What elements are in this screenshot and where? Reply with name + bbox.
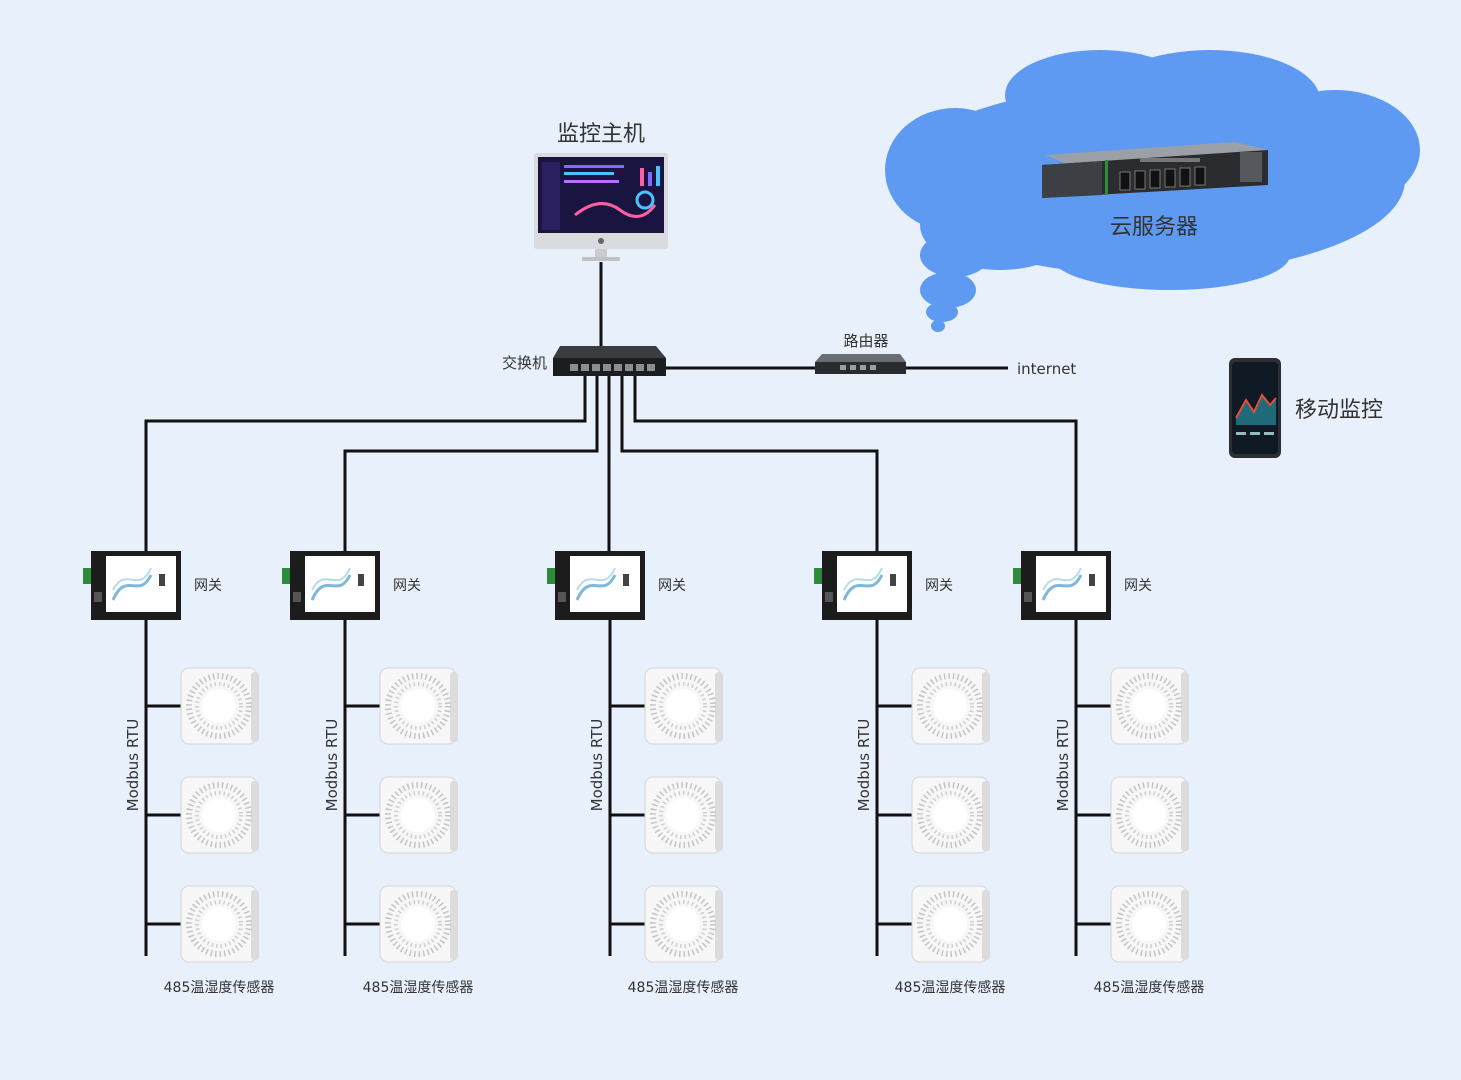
temperature-humidity-sensor-icon xyxy=(644,667,723,745)
temperature-humidity-sensor-icon xyxy=(911,776,990,854)
gateway-label: 网关 xyxy=(658,578,686,594)
temperature-humidity-sensor-icon xyxy=(379,885,458,963)
router-label: 路由器 xyxy=(843,332,888,350)
temperature-humidity-sensor-icon xyxy=(644,885,723,963)
gateway-label: 网关 xyxy=(393,578,421,594)
smartphone-icon xyxy=(1229,358,1281,458)
gateway-label: 网关 xyxy=(925,578,953,594)
temperature-humidity-sensor-icon xyxy=(180,885,259,963)
branch-1: 网关 Modbus RTU 485温湿度传感器 xyxy=(83,551,274,996)
branch-3: 网关 Modbus RTU 485温湿度传感器 xyxy=(547,551,738,996)
sensor-label: 485温湿度传感器 xyxy=(895,979,1006,996)
temperature-humidity-sensor-icon xyxy=(1110,776,1189,854)
bus-label: Modbus RTU xyxy=(588,719,606,812)
mobile-label: 移动监控 xyxy=(1295,398,1383,423)
temperature-humidity-sensor-icon xyxy=(1110,667,1189,745)
sensor-label: 485温湿度传感器 xyxy=(164,979,275,996)
branch-4: 网关 Modbus RTU 485温湿度传感器 xyxy=(814,551,1005,996)
gateway-label: 网关 xyxy=(194,578,222,594)
temperature-humidity-sensor-icon xyxy=(180,776,259,854)
gateway-label: 网关 xyxy=(1124,578,1152,594)
temperature-humidity-sensor-icon xyxy=(379,776,458,854)
bus-label: Modbus RTU xyxy=(1054,719,1072,812)
bus-label: Modbus RTU xyxy=(855,719,873,812)
cloud-shape xyxy=(885,50,1420,332)
branch-5: 网关 Modbus RTU 485温湿度传感器 xyxy=(1013,551,1204,996)
host-label: 监控主机 xyxy=(557,122,645,147)
temperature-humidity-sensor-icon xyxy=(911,667,990,745)
gateway-device-icon xyxy=(83,551,181,620)
temperature-humidity-sensor-icon xyxy=(379,667,458,745)
switch-label: 交换机 xyxy=(502,354,547,372)
network-switch-icon xyxy=(553,346,666,376)
gateway-device-icon xyxy=(1013,551,1111,620)
branch-2: 网关 Modbus RTU 485温湿度传感器 xyxy=(282,551,473,996)
bus-label: Modbus RTU xyxy=(323,719,341,812)
cloud-server-label: 云服务器 xyxy=(1110,215,1198,240)
sensor-label: 485温湿度传感器 xyxy=(628,979,739,996)
monitor-icon xyxy=(534,153,668,261)
router-icon xyxy=(815,354,906,374)
branch-group: 网关 Modbus RTU 485温湿度传感器 网关 Modbus RTU 485温湿度传… xyxy=(83,551,1204,996)
internet-label: internet xyxy=(1017,360,1076,378)
temperature-humidity-sensor-icon xyxy=(644,776,723,854)
gateway-device-icon xyxy=(814,551,912,620)
temperature-humidity-sensor-icon xyxy=(180,667,259,745)
bus-label: Modbus RTU xyxy=(124,719,142,812)
sensor-label: 485温湿度传感器 xyxy=(363,979,474,996)
temperature-humidity-sensor-icon xyxy=(1110,885,1189,963)
sensor-label: 485温湿度传感器 xyxy=(1094,979,1205,996)
gateway-device-icon xyxy=(282,551,380,620)
gateway-device-icon xyxy=(547,551,645,620)
temperature-humidity-sensor-icon xyxy=(911,885,990,963)
trunk-wiring xyxy=(144,376,1078,552)
rack-server-icon xyxy=(1042,142,1268,198)
